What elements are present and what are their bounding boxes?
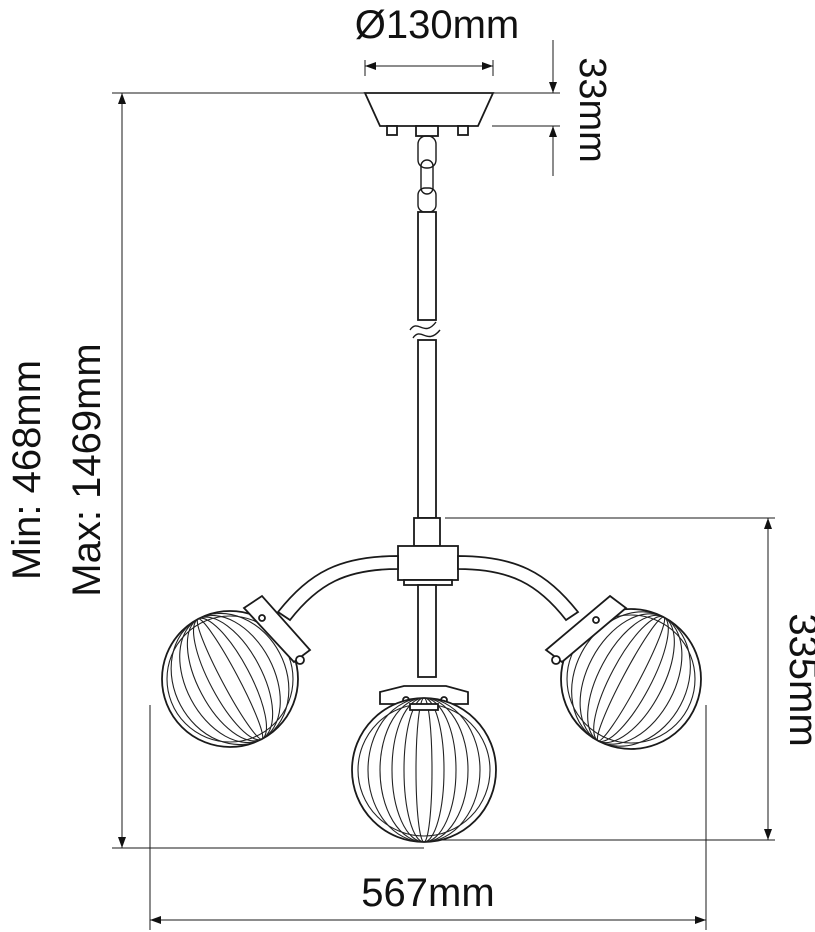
left-arm — [276, 555, 399, 622]
height-min-label: Min: 468mm — [5, 360, 49, 580]
suspension-rod — [409, 211, 441, 547]
suspension-chain — [417, 135, 437, 213]
fixture-height-dimension: 335mm — [424, 517, 815, 841]
height-max-label: Max: 1469mm — [65, 343, 109, 596]
canopy-diameter-label: Ø130mm — [355, 3, 520, 47]
fixture-height-label: 335mm — [781, 613, 815, 746]
ceiling-canopy — [363, 92, 495, 127]
overall-height-dimension: Min: 468mm Max: 1469mm — [5, 92, 424, 849]
width-label: 567mm — [361, 871, 494, 915]
canopy-diameter-dimension: Ø130mm — [355, 3, 520, 76]
right-globe — [544, 594, 702, 750]
pendant-fixture — [161, 92, 702, 843]
canopy-height-label: 33mm — [571, 57, 613, 163]
central-hub — [397, 545, 459, 581]
width-dimension: 567mm — [149, 705, 707, 930]
center-globe — [351, 685, 497, 843]
canopy-height-dimension: 33mm — [492, 40, 613, 176]
right-arm — [457, 555, 580, 622]
left-globe — [161, 594, 312, 748]
